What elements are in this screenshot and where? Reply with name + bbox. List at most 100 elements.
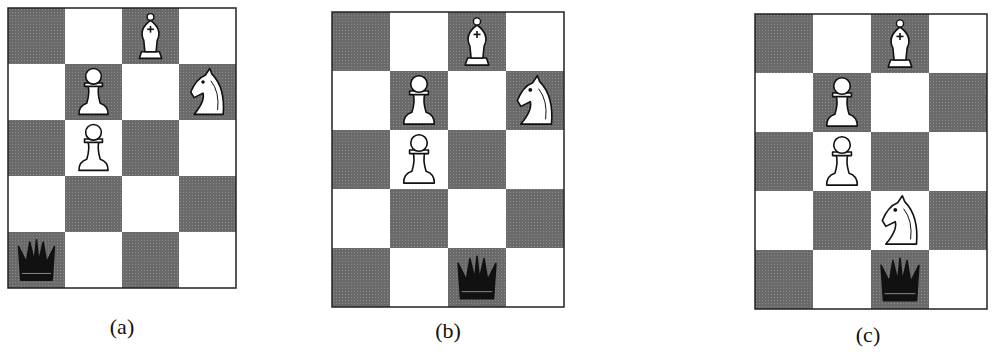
board-square	[448, 12, 506, 71]
board-square	[390, 248, 448, 307]
board-square	[506, 12, 564, 71]
board-square	[448, 248, 506, 307]
bishop-symbol	[468, 25, 486, 58]
board-square	[332, 248, 390, 307]
board-square	[332, 189, 390, 248]
board-square	[65, 176, 122, 232]
board-square	[448, 130, 506, 189]
chess-board	[8, 8, 236, 288]
board-square	[929, 132, 987, 191]
board-square	[813, 250, 871, 309]
pawn-symbol	[79, 85, 108, 114]
board-square	[755, 73, 813, 132]
board-square	[871, 250, 929, 309]
pawn-symbol	[827, 154, 858, 185]
board-square	[332, 130, 390, 189]
board-square	[8, 120, 65, 176]
queen-symbol	[881, 258, 919, 300]
board-square	[8, 232, 65, 288]
board-square	[390, 189, 448, 248]
board-square	[871, 132, 929, 191]
board-square	[179, 120, 236, 176]
pawn-head	[834, 137, 851, 154]
board-square	[332, 12, 390, 71]
bishop-cross	[476, 31, 478, 38]
board-square	[871, 191, 929, 250]
knight-eye	[893, 208, 897, 212]
board-square	[179, 8, 236, 64]
knight-eye	[201, 80, 205, 84]
board-square	[122, 176, 179, 232]
board-square	[929, 191, 987, 250]
pawn-symbol	[404, 93, 435, 124]
pawn-symbol	[79, 141, 108, 170]
board-square	[65, 64, 122, 120]
panel-label: (b)	[435, 318, 461, 344]
board-square	[871, 73, 929, 132]
board-square	[506, 71, 564, 130]
knight-symbol	[191, 68, 224, 114]
pawn-symbol	[404, 152, 435, 183]
knight-mane	[904, 209, 912, 240]
bishop-ball	[473, 18, 480, 25]
board-square	[65, 120, 122, 176]
board-square	[871, 14, 929, 73]
board-square	[755, 250, 813, 309]
queen-band	[885, 293, 916, 294]
board-square	[755, 191, 813, 250]
board-square	[8, 176, 65, 232]
queen-band	[462, 291, 493, 292]
board-square	[448, 189, 506, 248]
chess-board	[755, 14, 987, 309]
board-square	[122, 232, 179, 288]
pawn-head	[834, 78, 851, 95]
board-square	[390, 71, 448, 130]
chess-board	[332, 12, 564, 307]
queen-symbol	[19, 240, 55, 280]
board-square	[448, 71, 506, 130]
board-square	[929, 14, 987, 73]
board-square	[813, 132, 871, 191]
board-border	[8, 8, 236, 288]
board-square	[755, 132, 813, 191]
board-square	[8, 8, 65, 64]
knight-symbol	[517, 76, 552, 124]
board-square	[65, 8, 122, 64]
knight-symbol	[882, 196, 917, 244]
pawn-head	[86, 124, 102, 140]
bishop-cross	[150, 26, 152, 33]
board-square	[122, 120, 179, 176]
knight-mane	[211, 81, 218, 110]
knight-eye	[528, 88, 532, 92]
board-square	[929, 250, 987, 309]
bishop-symbol	[891, 27, 909, 60]
board-square	[813, 191, 871, 250]
queen-band	[22, 273, 51, 274]
knight-mane	[539, 89, 547, 120]
board-square	[813, 73, 871, 132]
board-border	[332, 12, 564, 307]
board-square	[506, 130, 564, 189]
bishop-symbol	[139, 52, 161, 59]
board-border	[755, 14, 987, 309]
bishop-ball	[896, 20, 903, 27]
panel-label: (a)	[110, 314, 134, 340]
queen-symbol	[458, 256, 496, 298]
board-square	[179, 176, 236, 232]
pawn-head	[86, 68, 102, 84]
bishop-symbol	[888, 60, 912, 67]
bishop-symbol	[142, 20, 159, 51]
pawn-head	[411, 135, 428, 152]
board-square	[8, 64, 65, 120]
board-square	[122, 8, 179, 64]
board-square	[506, 248, 564, 307]
board-square	[390, 12, 448, 71]
board-square	[506, 189, 564, 248]
board-square	[179, 64, 236, 120]
pawn-head	[411, 76, 428, 93]
board-square	[390, 130, 448, 189]
board-square	[929, 73, 987, 132]
board-square	[332, 71, 390, 130]
pawn-symbol	[827, 95, 858, 126]
